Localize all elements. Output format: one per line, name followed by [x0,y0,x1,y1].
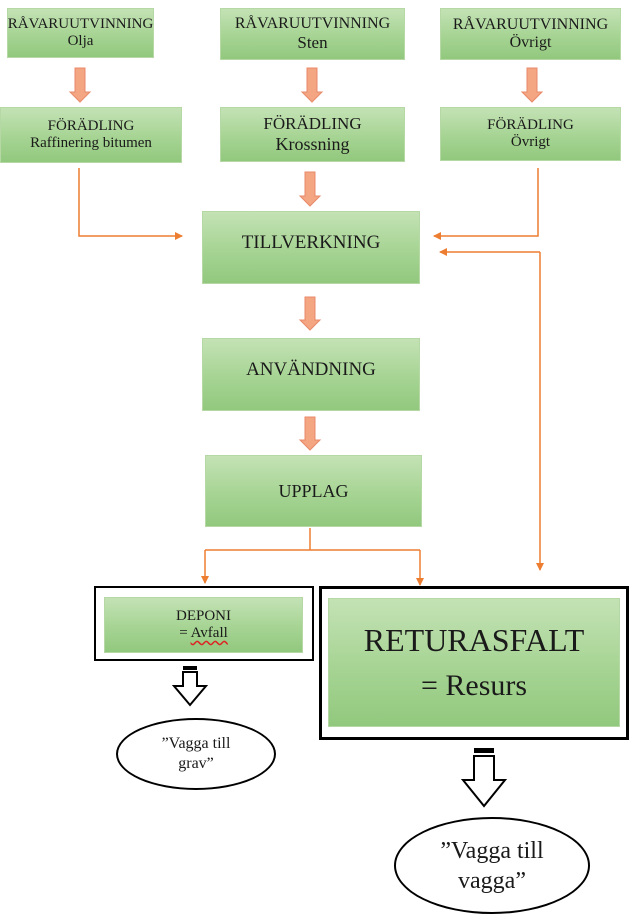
raw-olja-sub: Olja [67,33,94,49]
grave-line2: grav” [178,755,214,772]
cradle-line2: vagga” [458,867,526,894]
raw-extraction-sten: RÅVARUUTVINNING Sten [220,8,405,60]
block-arrow-tillverkning [298,296,322,331]
storage-box: UPPLAG [205,455,422,527]
block-arrow-ovrigt [520,67,544,103]
connector-raffinering-to-tillverkning [78,168,183,240]
recycled-title: RETURASFALT [363,621,585,658]
refining-bitumen-title: FÖRÄDLING [47,118,135,134]
cradle-line1: ”Vagga till [440,837,544,864]
recycled-box: RETURASFALT = Resurs [328,598,620,727]
raw-sten-title: RÅVARUUTVINNING [234,15,391,32]
usage-label: ANVÄNDNING [246,359,376,380]
landfill-word: Avfall [190,625,228,641]
usage-box: ANVÄNDNING [202,338,420,411]
block-arrow-olja [68,67,92,103]
connector-ovrigt-to-tillverkning [433,168,539,240]
refining-ovrigt-title: FÖRÄDLING [487,117,574,133]
hollow-arrow-grave [171,666,209,707]
raw-extraction-olja: RÅVARUUTVINNING Olja [7,8,154,58]
raw-ovrigt-title: RÅVARUUTVINNING [452,16,609,33]
cradle-ellipse: ”Vagga till vagga” [394,817,590,914]
landfill-value: = Avfall [179,625,228,642]
hollow-arrow-cradle [460,748,508,808]
refining-bitumen: FÖRÄDLING Raffinering bitumen [0,107,182,163]
block-arrow-sten [300,67,324,103]
refining-krossning: FÖRÄDLING Krossning [220,107,405,162]
refining-krossning-sub: Krossning [275,134,350,154]
refining-ovrigt: FÖRÄDLING Övrigt [440,107,621,161]
landfill-box: DEPONI = Avfall [104,597,303,653]
manufacturing-label: TILLVERKNING [241,232,381,253]
raw-sten-sub: Sten [297,33,328,52]
grave-line1: ”Vagga till [161,735,231,752]
refining-ovrigt-sub: Övrigt [510,134,551,150]
recycled-sub: = Resurs [420,668,528,702]
refining-krossning-title: FÖRÄDLING [263,114,362,133]
landfill-title: DEPONI [176,608,231,624]
manufacturing-box: TILLVERKNING [202,211,420,284]
refining-bitumen-sub: Raffinering bitumen [30,135,152,151]
storage-label: UPPLAG [278,480,349,501]
raw-ovrigt-sub: Övrigt [509,34,552,51]
raw-olja-title: RÅVARUUTVINNING [7,16,154,32]
grave-ellipse: ”Vagga till grav” [116,718,276,790]
raw-extraction-ovrigt: RÅVARUUTVINNING Övrigt [440,8,621,60]
block-arrow-anvandning [298,416,322,451]
landfill-eq: = [179,625,191,641]
block-arrow-krossning [298,171,322,207]
